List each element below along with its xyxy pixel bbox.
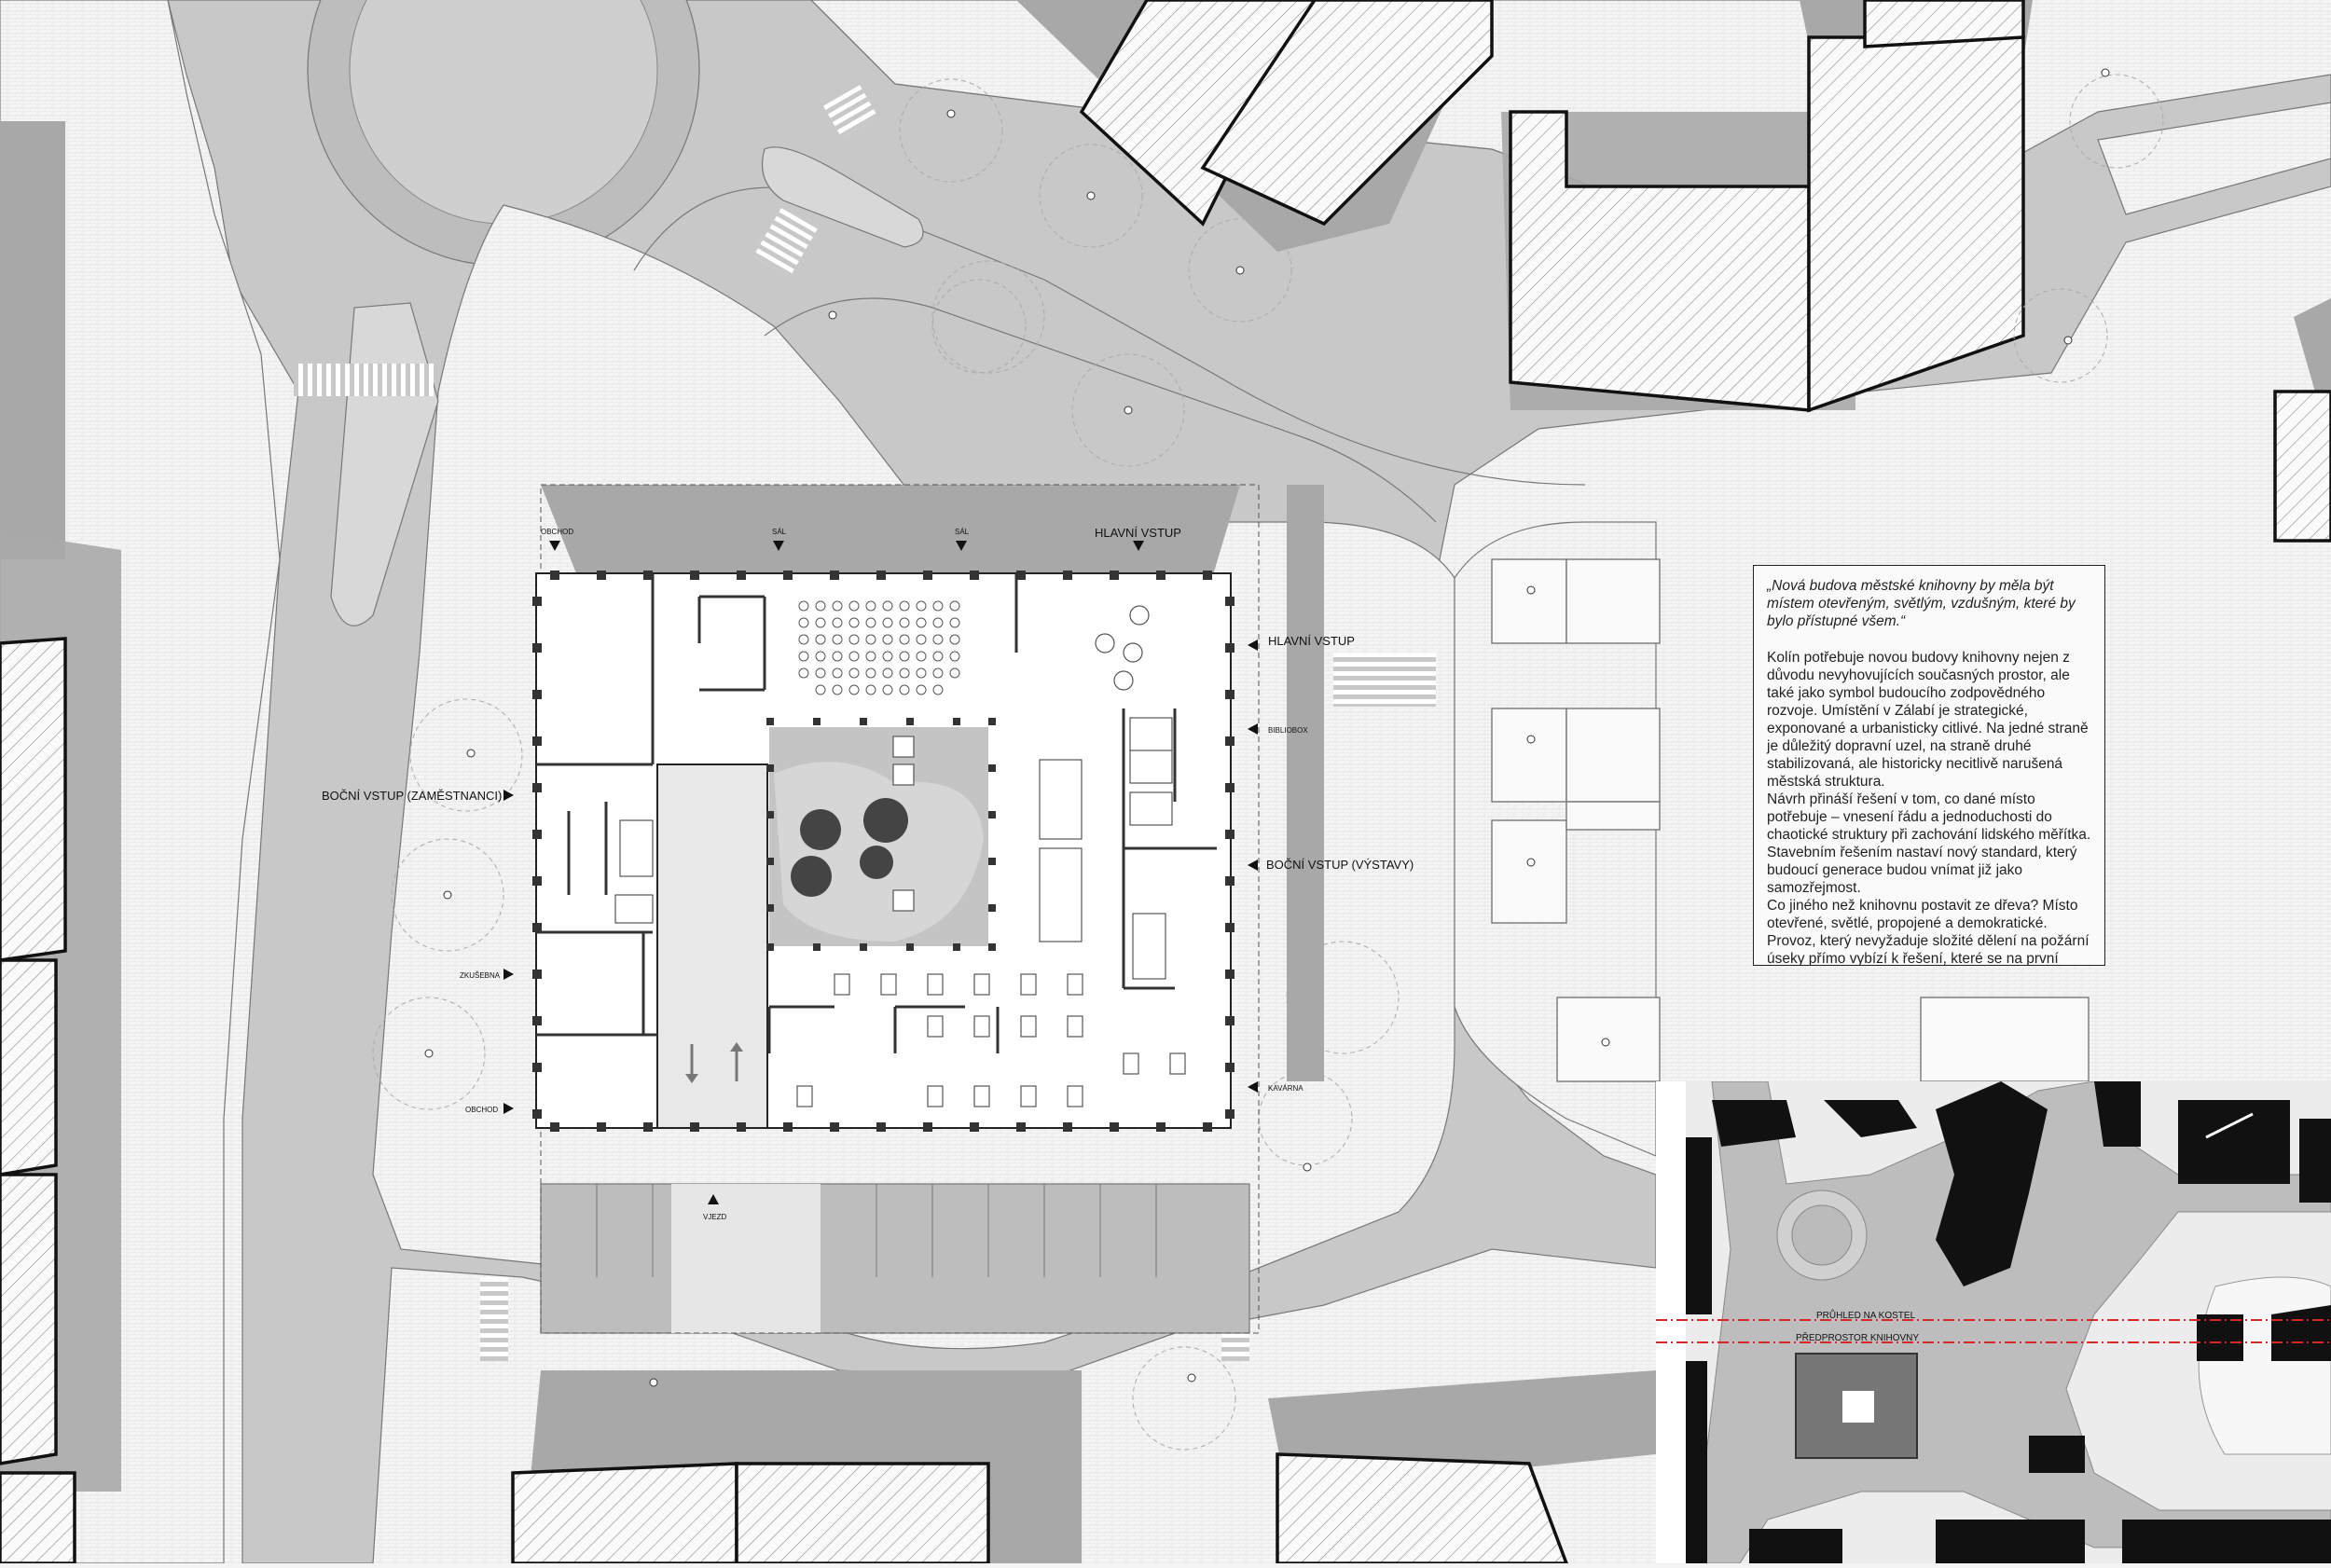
traffic-island bbox=[761, 146, 924, 248]
trees bbox=[372, 74, 2164, 1460]
label-zkusebna: ZKUŠEBNA bbox=[460, 971, 501, 980]
description-paragraph-1: Kolín potřebuje novou budovy knihovny ne… bbox=[1767, 650, 2089, 790]
zebra-crossing bbox=[822, 85, 878, 139]
library-floor-plan bbox=[532, 571, 1234, 1132]
inset-label-kostel: PRŮHLED NA KOSTEL bbox=[1816, 1309, 1916, 1321]
label-hlavni-vstup-right: HLAVNÍ VSTUP bbox=[1268, 634, 1355, 648]
label-obchod-bottom: OBCHOD bbox=[465, 1106, 498, 1114]
label-sal-2: SÁL bbox=[955, 528, 970, 536]
courtyard-trees bbox=[791, 798, 908, 897]
road-edge bbox=[633, 186, 1586, 486]
label-sal-1: SÁL bbox=[772, 528, 787, 536]
inset-map-drawing: PRŮHLED NA KOSTEL PŘEDPROSTOR KNIHOVNY bbox=[1656, 1080, 2331, 1564]
label-bocni-vstup-zamestnanci: BOČNÍ VSTUP (ZAMĚSTNANCI) bbox=[322, 789, 502, 803]
description-paragraph-3: Co jiného než knihovnu postavit ze dřeva… bbox=[1767, 898, 2090, 966]
road-edge-2 bbox=[764, 297, 1437, 523]
label-vjezd: VJEZD bbox=[703, 1213, 727, 1221]
auditorium-seats bbox=[798, 600, 960, 695]
inset-map: PRŮHLED NA KOSTEL PŘEDPROSTOR KNIHOVNY bbox=[1656, 1080, 2331, 1564]
entrance-markers bbox=[503, 541, 1258, 1204]
description-box: „Nová budova městské knihovny by měla bý… bbox=[1753, 565, 2105, 966]
ramp bbox=[656, 763, 768, 1129]
inset-label-predprostor: PŘEDPROSTOR KNIHOVNY bbox=[1796, 1331, 1919, 1343]
zebra-crossing bbox=[294, 364, 434, 396]
label-kavarna: KAVÁRNA bbox=[1268, 1084, 1303, 1093]
quote-text: „Nová budova městské knihovny by měla bý… bbox=[1767, 578, 2076, 629]
label-bocni-vstup-vystavy: BOČNÍ VSTUP (VÝSTAVY) bbox=[1266, 858, 1414, 872]
tree-trunks bbox=[424, 68, 2110, 1387]
parking-blocks bbox=[1491, 558, 2090, 1082]
facade-columns bbox=[532, 571, 1234, 1132]
cafe-tables bbox=[796, 605, 1186, 1107]
label-obchod-top: OBCHOD bbox=[541, 528, 573, 536]
inset-buildings bbox=[1686, 1081, 2331, 1563]
label-biblobox: BIBLIOBOX bbox=[1268, 726, 1308, 735]
parking-area bbox=[540, 484, 1260, 1334]
zebra-crossing bbox=[480, 1277, 508, 1361]
description-paragraph-2: Návrh přináší řešení v tom, co dané míst… bbox=[1767, 791, 2091, 896]
zebra-crossing bbox=[752, 208, 818, 278]
label-hlavni-vstup-top: HLAVNÍ VSTUP bbox=[1095, 526, 1181, 540]
zebra-crossing bbox=[1333, 653, 1436, 707]
